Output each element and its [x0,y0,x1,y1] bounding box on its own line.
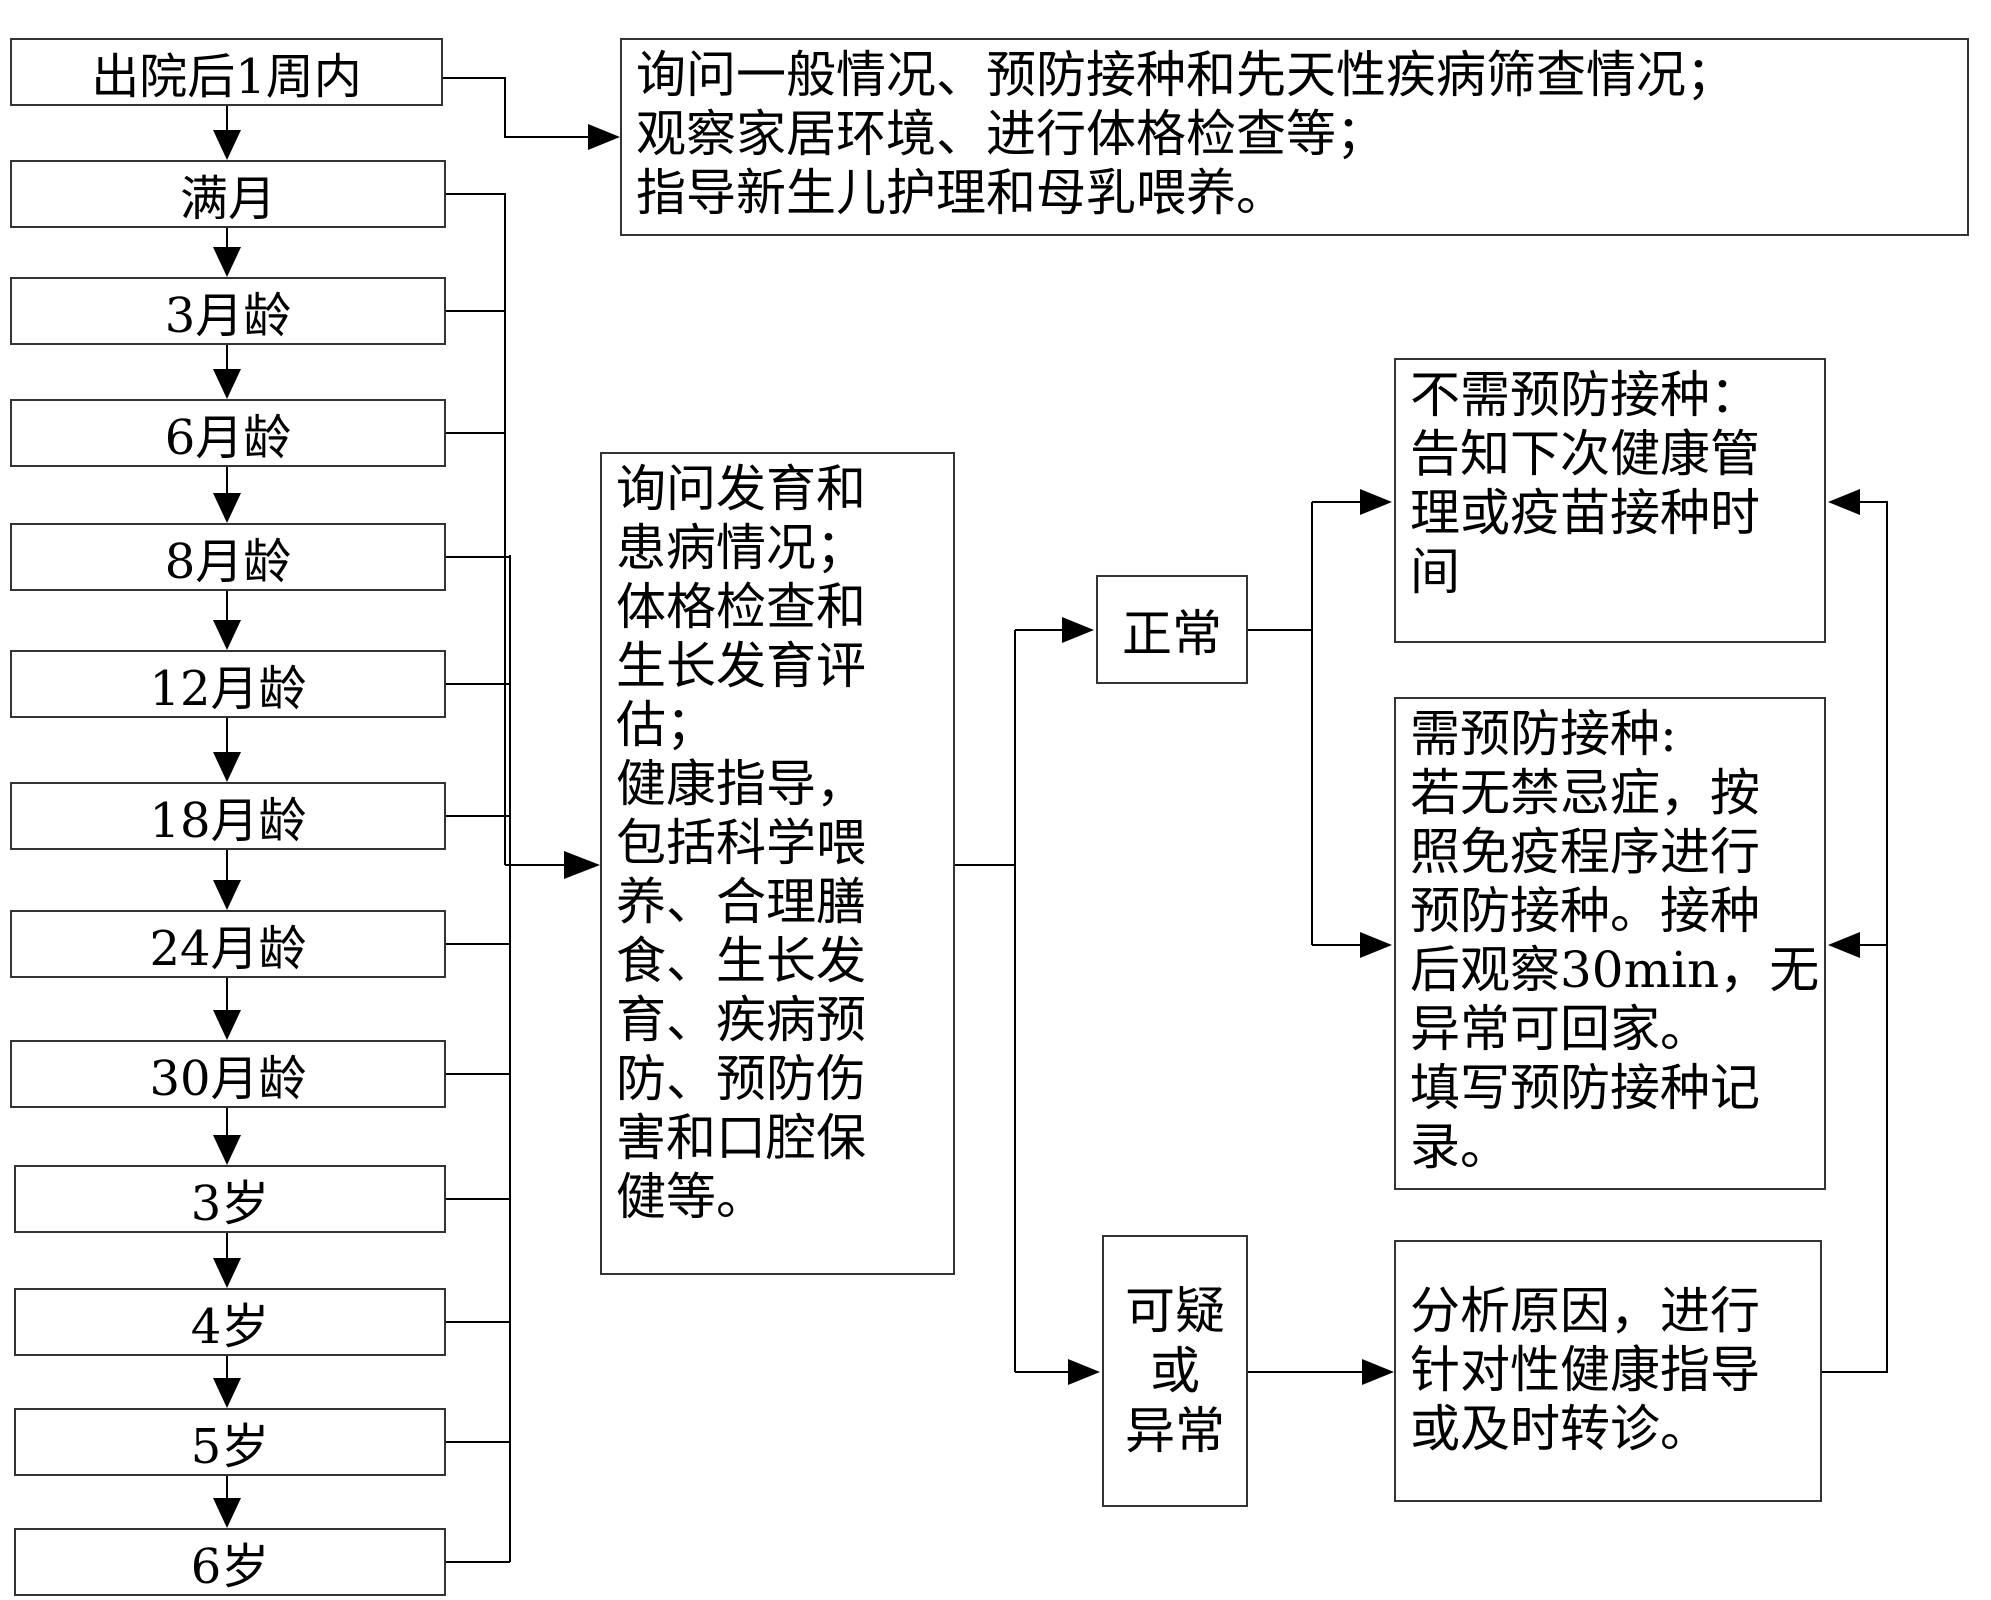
abnormal-action-box: 分析原因，进行针对性健康指导或及时转诊。 [1394,1240,1822,1502]
sequence-arrowhead [213,247,241,277]
stage-box: 3岁 [14,1165,446,1233]
sequence-arrowhead [213,369,241,399]
first-visit-line: 指导新生儿护理和母乳喂养。 [636,164,1286,222]
routine-visit-line: 育、疾病预 [616,991,866,1049]
first-visit-box: 询问一般情况、预防接种和先天性疾病筛查情况； 观察家居环境、进行体格检查等； 指… [620,38,1969,236]
sequence-arrowhead [213,1010,241,1040]
routine-visit-line: 包括科学喂 [616,814,866,872]
vaccine-line: 需预防接种: [1410,705,1677,763]
sequence-arrowhead [213,620,241,650]
no-vaccine-line: 理或疫苗接种时 [1410,484,1760,542]
routine-visit-line: 体格检查和 [616,578,866,636]
arrow-first-visit [443,77,608,138]
vaccine-line: 填写预防接种记 [1410,1059,1760,1117]
abnormal-action-line: 针对性健康指导 [1410,1341,1760,1399]
stage-box: 18月龄 [10,782,446,850]
stage-box: 12月龄 [10,650,446,718]
stage-box: 30月龄 [10,1040,446,1108]
stage-box: 6月龄 [10,399,446,467]
feedback-line [1822,501,1888,1373]
routine-visit-line: 生长发育评 [616,637,866,695]
sequence-arrowhead [213,752,241,782]
sequence-arrowhead [213,1498,241,1528]
stage-sequence-arrows [213,106,510,1563]
sequence-arrowhead [213,1378,241,1408]
sequence-arrowhead [213,493,241,523]
vaccine-box: 需预防接种:若无禁忌症，按照免疫程序进行预防接种。接种后观察30min，无异常可… [1394,697,1826,1190]
no-vaccine-box: 不需预防接种：告知下次健康管理或疫苗接种时间 [1394,358,1826,643]
stage-box: 6岁 [14,1528,446,1596]
stage-box: 24月龄 [10,910,446,978]
stage-box: 满月 [10,160,446,228]
routine-visit-line: 健康指导， [616,755,866,813]
vaccine-line: 异常可回家。 [1410,1000,1710,1058]
abnormal-action-line: 分析原因，进行 [1410,1282,1760,1340]
vaccine-line: 后观察30min，无 [1410,941,1820,999]
first-visit-line: 观察家居环境、进行体格检查等； [636,105,1386,163]
routine-visit-line: 询问发育和 [616,460,866,518]
stage-box: 出院后1周内 [10,38,443,106]
stage-box: 4岁 [14,1288,446,1356]
abnormal-box: 可疑 或 异常 [1102,1235,1248,1507]
stage-box: 3月龄 [10,277,446,345]
routine-visit-line: 健等。 [616,1168,766,1226]
stage-box: 8月龄 [10,523,446,591]
vaccine-line: 预防接种。接种 [1410,882,1760,940]
sequence-arrowhead [213,1258,241,1288]
vaccine-line: 若无禁忌症，按 [1410,764,1760,822]
normal-box: 正常 [1096,575,1248,684]
first-visit-line: 询问一般情况、预防接种和先天性疾病筛查情况； [636,46,1736,104]
abnormal-line: 异常 [1125,1402,1225,1460]
routine-visit-line: 患病情况； [616,519,866,577]
routine-visit-line: 防、预防伤 [616,1050,866,1108]
sequence-arrowhead [213,1135,241,1165]
stage-box: 5岁 [14,1408,446,1476]
routine-visit-line: 养、合理膳 [616,873,866,931]
routine-visit-box: 询问发育和患病情况；体格检查和生长发育评估；健康指导，包括科学喂养、合理膳食、生… [600,452,955,1275]
routine-visit-line: 害和口腔保 [616,1109,866,1167]
no-vaccine-line: 告知下次健康管 [1410,425,1760,483]
normal-label: 正常 [1122,604,1222,663]
sequence-arrowhead [213,130,241,160]
no-vaccine-line: 间 [1410,543,1460,601]
abnormal-action-line: 或及时转诊。 [1410,1400,1710,1458]
no-vaccine-line: 不需预防接种： [1410,366,1760,424]
routine-visit-line: 估； [616,696,716,754]
vaccine-line: 照免疫程序进行 [1410,823,1760,881]
sequence-arrowhead [213,880,241,910]
abnormal-line: 或 [1150,1342,1200,1400]
vaccine-line: 录。 [1410,1118,1510,1176]
abnormal-line: 可疑 [1125,1282,1225,1340]
routine-visit-line: 食、生长发 [616,932,866,990]
